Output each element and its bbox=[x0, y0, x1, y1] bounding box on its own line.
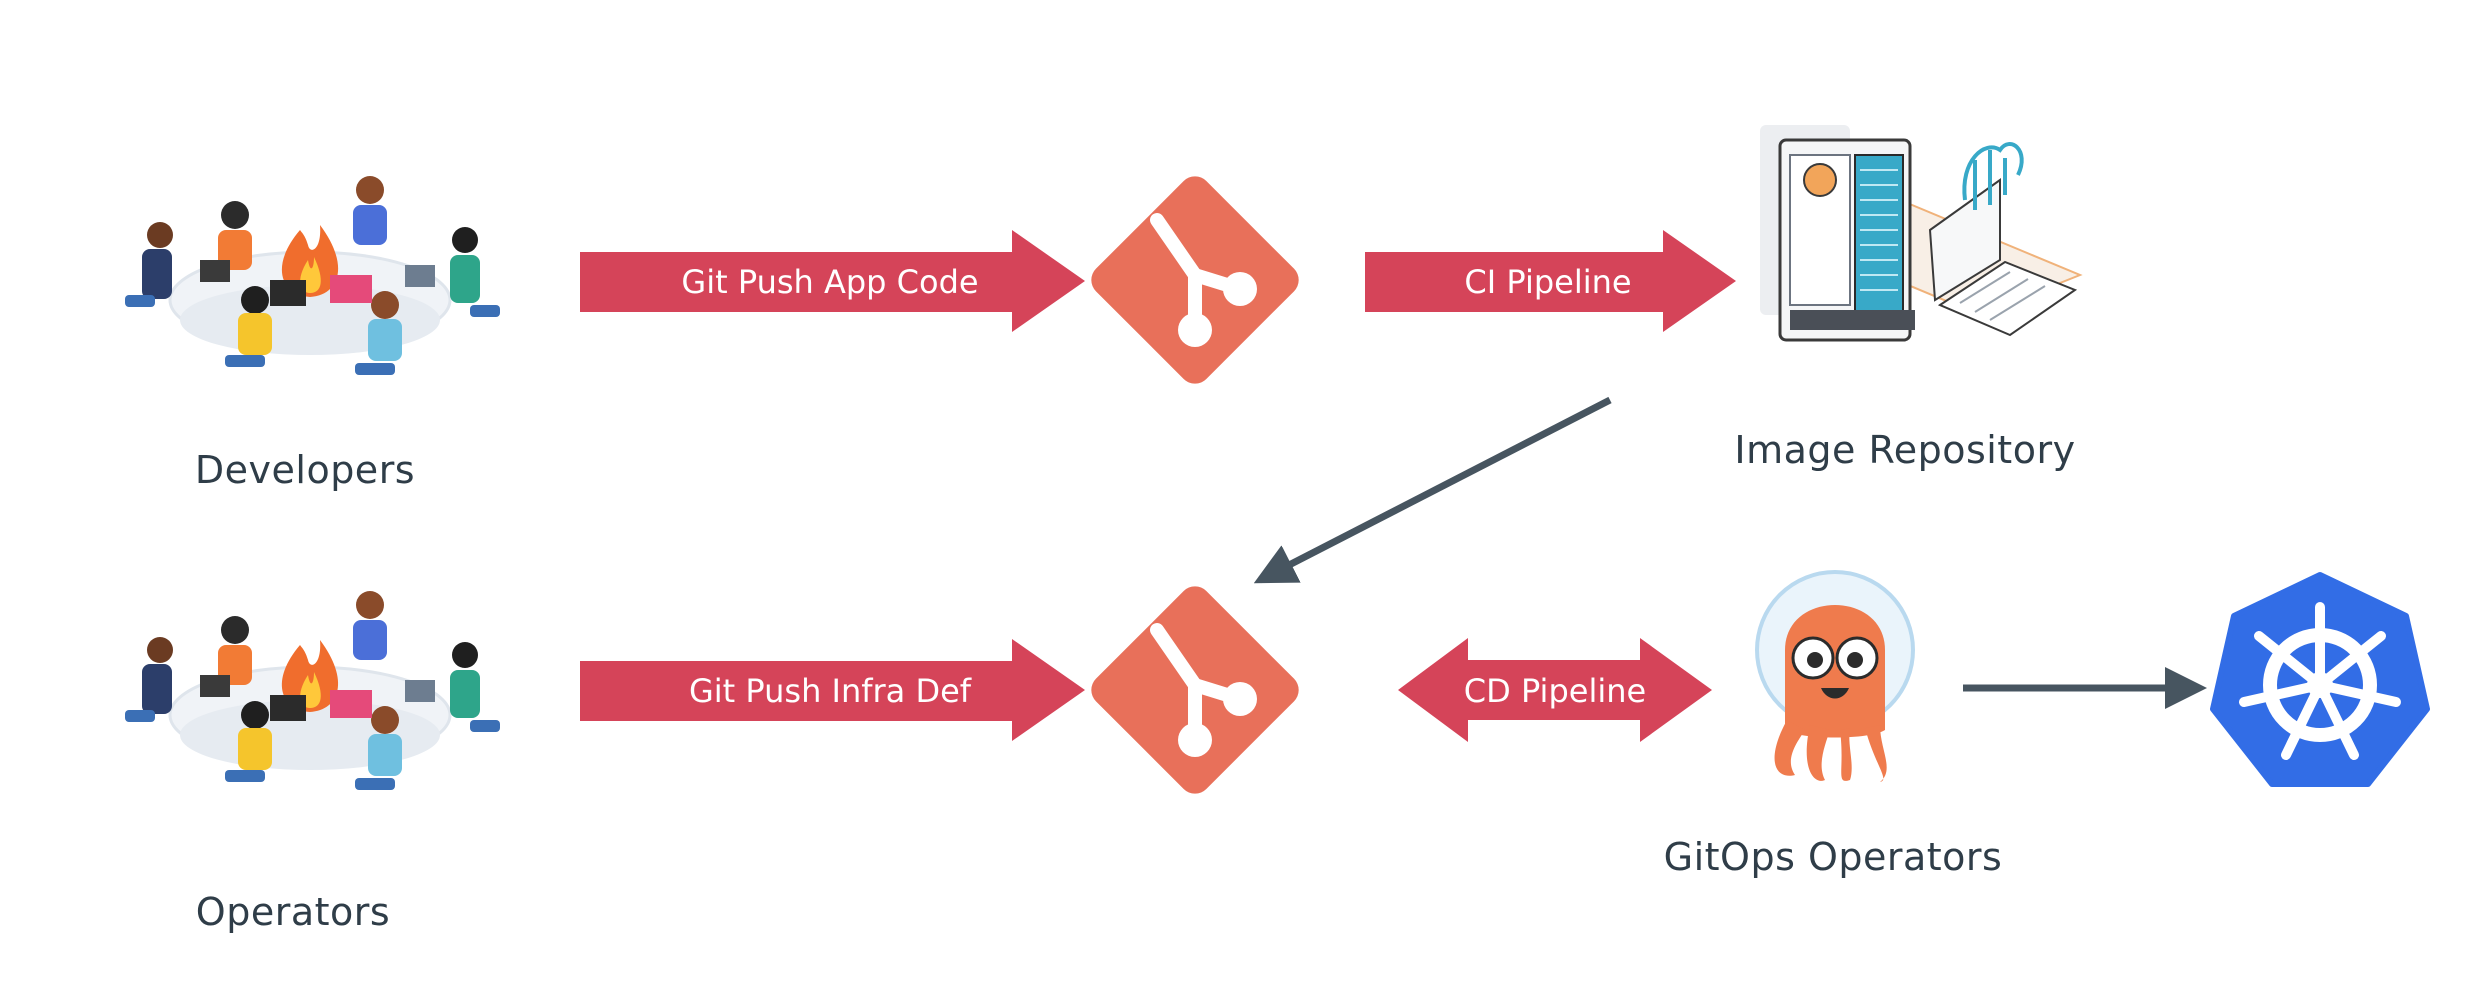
cd-pipeline-arrow: CD Pipeline bbox=[1398, 638, 1712, 742]
image-repository-icon bbox=[1760, 125, 2083, 342]
git-push-infra-def-arrow: Git Push Infra Def bbox=[580, 639, 1085, 741]
cd-pipeline-label: CD Pipeline bbox=[1464, 672, 1646, 710]
gitops-operators-icon bbox=[1755, 570, 1915, 782]
ci-pipeline-arrow: CI Pipeline bbox=[1365, 230, 1736, 332]
repo-to-git-connector bbox=[1253, 396, 1612, 584]
git-push-app-code-arrow: Git Push App Code bbox=[580, 230, 1085, 332]
developers-icon bbox=[125, 176, 500, 375]
image-repository-label: Image Repository bbox=[1734, 428, 2075, 472]
developers-label: Developers bbox=[195, 448, 415, 492]
ci-pipeline-label: CI Pipeline bbox=[1464, 263, 1631, 301]
gitops-operators-label: GitOps Operators bbox=[1664, 835, 2003, 879]
git-infra-icon bbox=[1091, 586, 1299, 794]
git-push-infra-def-label: Git Push Infra Def bbox=[689, 672, 972, 710]
kubernetes-icon bbox=[2210, 572, 2430, 787]
git-push-app-code-label: Git Push App Code bbox=[681, 263, 978, 301]
git-app-icon bbox=[1091, 176, 1299, 384]
operators-label: Operators bbox=[196, 890, 390, 934]
operators-icon bbox=[125, 591, 500, 790]
